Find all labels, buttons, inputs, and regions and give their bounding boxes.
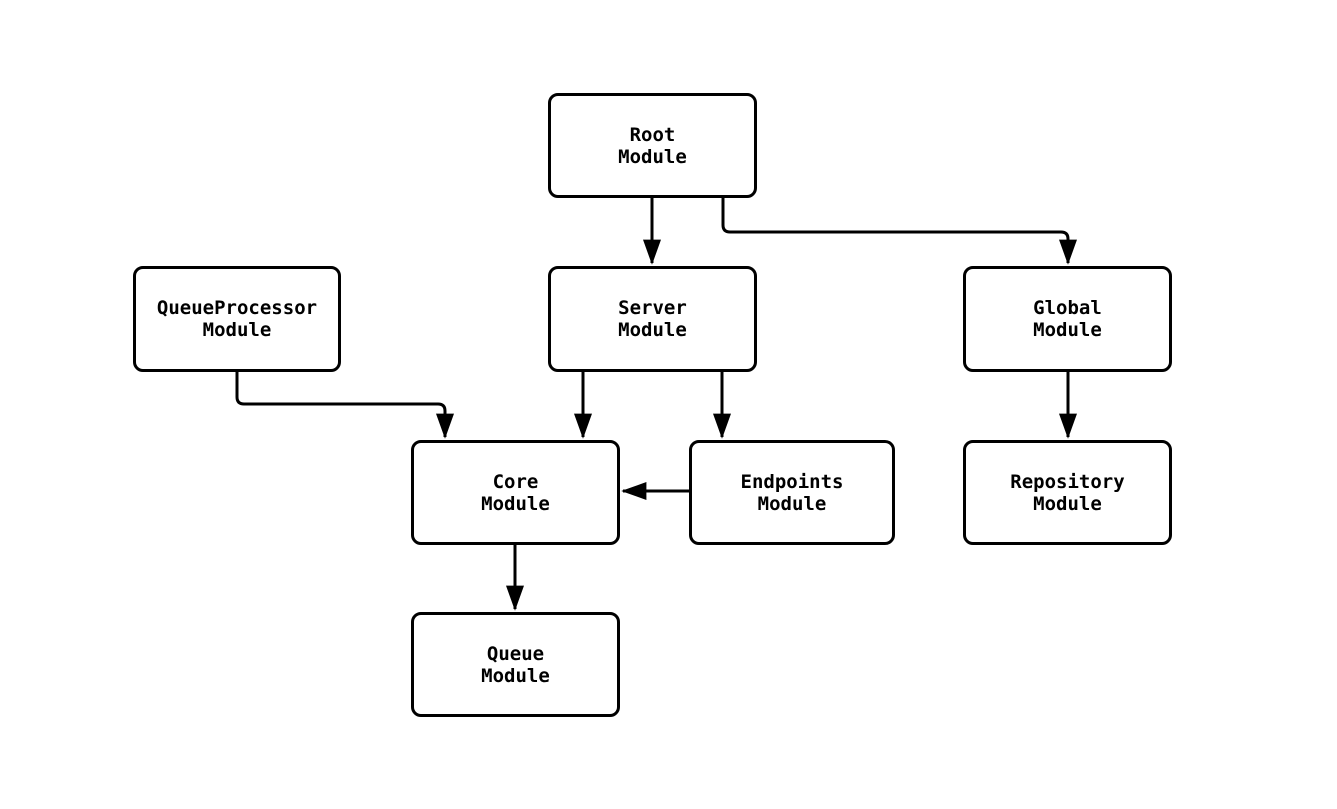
- node-label-core-module: Core Module: [481, 470, 550, 515]
- node-server-module: Server Module: [548, 266, 757, 372]
- edge-root-module-to-global-module: [721, 198, 1077, 265]
- node-root-module: Root Module: [548, 93, 757, 198]
- node-label-endpoints-module: Endpoints Module: [740, 470, 844, 515]
- node-label-global-module: Global Module: [1033, 297, 1102, 341]
- node-global-module: Global Module: [963, 266, 1172, 372]
- node-core-module: Core Module: [411, 440, 620, 545]
- node-repository-module: Repository Module: [963, 440, 1172, 545]
- node-label-queueprocessor-module: QueueProcessor Module: [156, 297, 318, 341]
- node-queue-module: Queue Module: [411, 612, 620, 717]
- node-endpoints-module: Endpoints Module: [689, 440, 895, 545]
- node-label-repository-module: Repository Module: [1010, 470, 1125, 515]
- node-label-server-module: Server Module: [618, 297, 687, 341]
- node-label-queue-module: Queue Module: [481, 642, 550, 687]
- node-label-root-module: Root Module: [618, 123, 687, 168]
- node-queueprocessor-module: QueueProcessor Module: [133, 266, 341, 372]
- edge-queueprocessor-module-to-core-module: [235, 372, 454, 439]
- edge-group: [235, 198, 1077, 611]
